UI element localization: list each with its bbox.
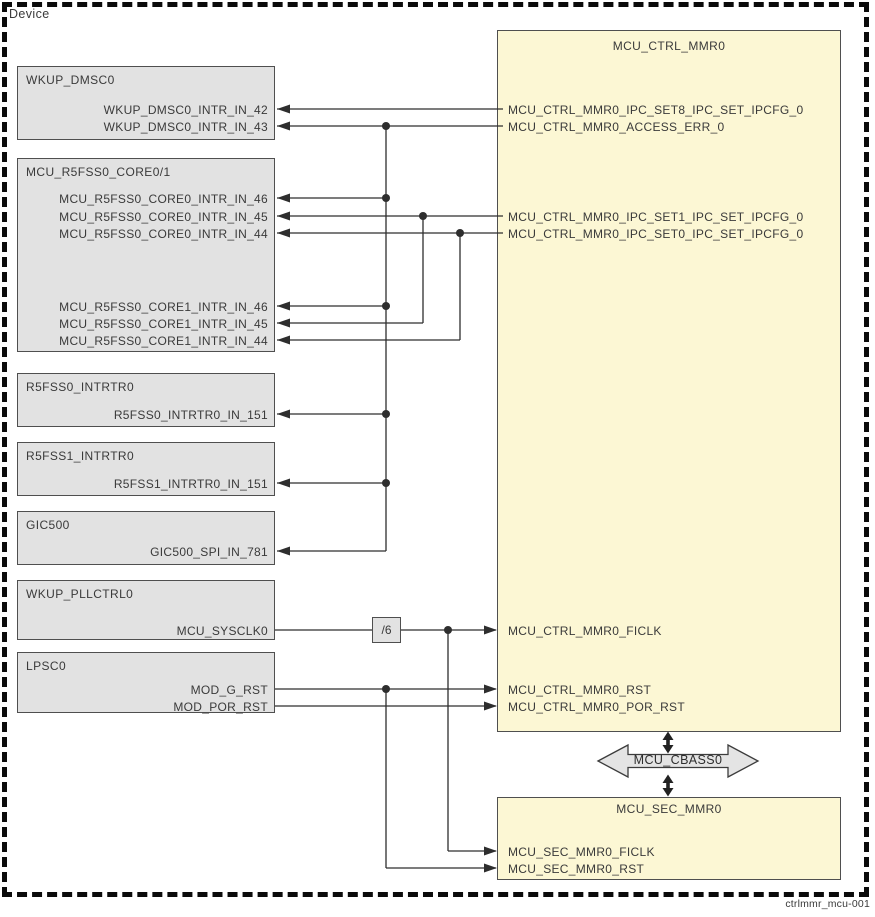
arrowhead-icon (484, 684, 497, 694)
signal-label: MCU_SEC_MMR0_FICLK (508, 845, 655, 859)
arrowhead-icon (484, 863, 497, 873)
module-mcu-sec-mmr0: MCU_SEC_MMR0 MCU_SEC_MMR0_FICLK MCU_SEC_… (497, 797, 841, 880)
block-title: MCU_R5FSS0_CORE0/1 (26, 165, 171, 179)
signal-label: MCU_CTRL_MMR0_FICLK (508, 624, 662, 638)
junction-dot (456, 229, 464, 237)
block-title: WKUP_PLLCTRL0 (26, 587, 134, 601)
device-label: Device (9, 7, 50, 21)
arrowhead-icon (277, 478, 290, 488)
block-gic500: GIC500 GIC500_SPI_IN_781 (17, 511, 275, 565)
arrowhead-icon (484, 625, 497, 635)
arrowhead-icon (277, 546, 290, 556)
arrowhead-icon (277, 301, 290, 311)
block-title: GIC500 (26, 518, 70, 532)
signal-label: GIC500_SPI_IN_781 (150, 545, 268, 559)
signal-label: R5FSS1_INTRTR0_IN_151 (113, 477, 268, 491)
block-title: R5FSS1_INTRTR0 (26, 449, 135, 463)
block-r5fss0-intrtr0: R5FSS0_INTRTR0 R5FSS0_INTRTR0_IN_151 (17, 373, 275, 427)
signal-label: MCU_CTRL_MMR0_IPC_SET0_IPC_SET_IPCFG_0 (508, 227, 804, 241)
arrowhead-icon (277, 409, 290, 419)
junction-dot (382, 122, 390, 130)
signal-label: MCU_CTRL_MMR0_RST (508, 683, 652, 697)
block-wkup-pllctrl0: WKUP_PLLCTRL0 MCU_SYSCLK0 (17, 580, 275, 640)
arrowhead-icon (662, 774, 674, 783)
clock-divider-box: /6 (372, 617, 401, 643)
signal-label: MCU_R5FSS0_CORE1_INTR_IN_45 (59, 317, 268, 331)
signal-label: MCU_CTRL_MMR0_IPC_SET8_IPC_SET_IPCFG_0 (508, 103, 804, 117)
block-title: R5FSS0_INTRTR0 (26, 380, 135, 394)
signal-label: MOD_G_RST (190, 683, 268, 697)
signal-label: MCU_R5FSS0_CORE1_INTR_IN_46 (59, 300, 268, 314)
signal-label: WKUP_DMSC0_INTR_IN_43 (103, 120, 268, 134)
signal-label: R5FSS0_INTRTR0_IN_151 (113, 408, 268, 422)
arrowhead-icon (277, 335, 290, 345)
block-lpsc0: LPSC0 MOD_G_RST MOD_POR_RST (17, 652, 275, 714)
arrowheads-left (277, 104, 290, 556)
arrowhead-icon (277, 193, 290, 203)
cbass-bus-label: MCU_CBASS0 (633, 753, 723, 767)
cbass-vertical-arrow-bottom (662, 774, 674, 797)
block-title: WKUP_DMSC0 (26, 73, 115, 87)
wire-junctions (382, 122, 464, 693)
arrowheads-right (484, 625, 497, 873)
arrow-shaft (666, 738, 670, 747)
signal-label: MCU_CTRL_MMR0_POR_RST (508, 700, 685, 714)
junction-dot (382, 410, 390, 418)
arrowhead-icon (277, 121, 290, 131)
junction-dot (382, 194, 390, 202)
module-mcu-ctrl-mmr0: MCU_CTRL_MMR0 MCU_CTRL_MMR0_IPC_SET8_IPC… (497, 30, 841, 732)
arrowhead-icon (277, 104, 290, 114)
block-title: LPSC0 (26, 659, 67, 673)
signal-label: MCU_R5FSS0_CORE0_INTR_IN_46 (59, 192, 268, 206)
junction-dot (382, 302, 390, 310)
junction-dot (419, 212, 427, 220)
arrowhead-icon (484, 701, 497, 711)
junction-dot (444, 626, 452, 634)
module-title: MCU_SEC_MMR0 (616, 802, 722, 816)
block-wkup-dmsc0: WKUP_DMSC0 WKUP_DMSC0_INTR_IN_42 WKUP_DM… (17, 66, 275, 140)
junction-dot (382, 479, 390, 487)
wires (275, 108, 503, 869)
arrowhead-icon (277, 228, 290, 238)
figure-id: ctrlmmr_mcu-001 (785, 898, 870, 910)
signal-label: MCU_R5FSS0_CORE1_INTR_IN_44 (59, 334, 268, 348)
signal-label: WKUP_DMSC0_INTR_IN_42 (103, 103, 268, 117)
cbass-vertical-arrow-top (662, 731, 674, 754)
arrowhead-icon (662, 788, 674, 797)
signal-label: MCU_CTRL_MMR0_ACCESS_ERR_0 (508, 120, 725, 134)
module-title: MCU_CTRL_MMR0 (612, 39, 726, 53)
block-mcu-r5fss0-core01: MCU_R5FSS0_CORE0/1 MCU_R5FSS0_CORE0_INTR… (17, 158, 275, 352)
arrowhead-icon (484, 846, 497, 856)
signal-label: MOD_POR_RST (173, 700, 268, 714)
signal-label: MCU_SYSCLK0 (176, 624, 268, 638)
arrowhead-icon (277, 211, 290, 221)
signal-label: MCU_CTRL_MMR0_IPC_SET1_IPC_SET_IPCFG_0 (508, 210, 804, 224)
arrowhead-icon (277, 318, 290, 328)
signal-label: MCU_R5FSS0_CORE0_INTR_IN_45 (59, 210, 268, 224)
arrow-shaft (666, 781, 670, 790)
arrowhead-icon (662, 731, 674, 740)
junction-dot (382, 685, 390, 693)
signal-label: MCU_R5FSS0_CORE0_INTR_IN_44 (59, 227, 268, 241)
block-r5fss1-intrtr0: R5FSS1_INTRTR0 R5FSS1_INTRTR0_IN_151 (17, 442, 275, 496)
signal-label: MCU_SEC_MMR0_RST (508, 862, 645, 876)
